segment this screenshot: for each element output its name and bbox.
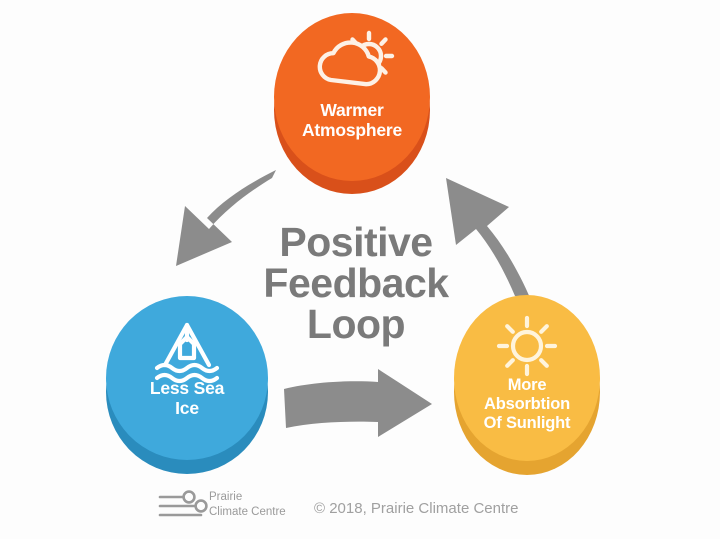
node-warmer-atmosphere-label-line-1: Warmer	[320, 100, 384, 120]
arrow-right-to-top	[446, 178, 531, 300]
copyright-text: © 2018, Prairie Climate Centre	[314, 500, 518, 517]
center-title-line-3: Loop	[307, 301, 405, 347]
arrow-left-to-right	[284, 369, 432, 437]
node-warmer-atmosphere-label-line-2: Atmosphere	[302, 120, 403, 140]
diagram-center-title: Positive Feedback Loop	[263, 219, 449, 347]
logo-wordmark-line-2: Climate Centre	[209, 506, 286, 518]
footer: Prairie Climate Centre © 2018, Prairie C…	[158, 490, 518, 518]
arrow-top-to-left	[176, 170, 276, 266]
cloud-sun-icon	[317, 30, 395, 87]
sun-icon	[496, 315, 558, 377]
prairie-climate-centre-logo-icon	[158, 490, 208, 517]
iceberg-icon	[154, 322, 220, 384]
node-more-absorbtion-of-sunlight-label-line-1: More	[508, 376, 547, 394]
node-more-absorbtion-of-sunlight-label-line-3: Of Sunlight	[484, 414, 571, 432]
node-less-sea-ice-label-line-2: Ice	[175, 398, 199, 418]
node-warmer-atmosphere[interactable]: Warmer Atmosphere	[274, 13, 430, 194]
node-more-absorbtion-of-sunlight[interactable]: More Absorbtion Of Sunlight	[454, 295, 600, 475]
node-more-absorbtion-of-sunlight-label-line-2: Absorbtion	[484, 395, 570, 413]
node-more-absorbtion-of-sunlight-face	[454, 295, 600, 461]
center-title-line-2: Feedback	[263, 260, 449, 306]
node-less-sea-ice[interactable]: Less Sea Ice	[106, 296, 268, 474]
node-less-sea-ice-label-line-1: Less Sea	[150, 378, 225, 398]
center-title-line-1: Positive	[279, 219, 432, 265]
logo-wordmark-line-1: Prairie	[209, 491, 242, 503]
